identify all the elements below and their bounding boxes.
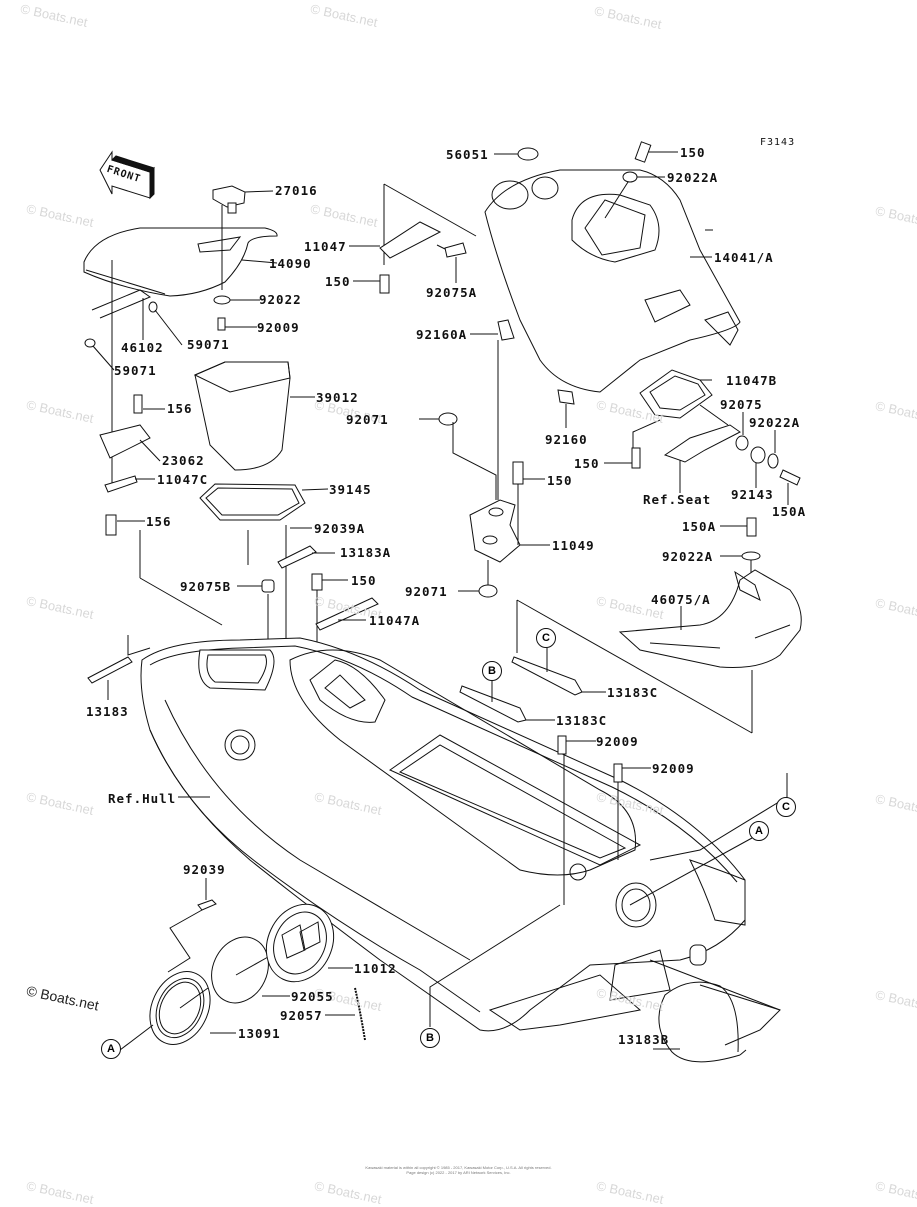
part-label-92022a[interactable]: 92022A	[749, 415, 801, 430]
seat-cover-part	[84, 228, 277, 296]
inspection-ring-part	[139, 962, 222, 1055]
callout-c: C	[776, 797, 796, 817]
callout-c: C	[536, 628, 556, 648]
callout-b: B	[482, 661, 502, 681]
part-label-150[interactable]: 150	[680, 145, 706, 160]
part-label-92039[interactable]: 92039	[183, 862, 226, 877]
part-label-92160a[interactable]: 92160A	[416, 327, 468, 342]
part-label-13183c[interactable]: 13183C	[556, 713, 608, 728]
part-label-59071[interactable]: 59071	[187, 337, 230, 352]
part-label-92075[interactable]: 92075	[720, 397, 763, 412]
handle-pole-cover-part	[485, 170, 740, 392]
part-label-92039a[interactable]: 92039A	[314, 521, 366, 536]
part-label-92055[interactable]: 92055	[291, 989, 334, 1004]
part-label-92009[interactable]: 92009	[652, 761, 695, 776]
part-label-13183c[interactable]: 13183C	[607, 685, 659, 700]
part-label-13183[interactable]: 13183	[86, 704, 129, 719]
footer-line-2: Page design (c) 2022 - 2017 by ARI Netwo…	[406, 1170, 511, 1175]
part-label-11049[interactable]: 11049	[552, 538, 595, 553]
part-label-46075a[interactable]: 46075/A	[651, 592, 711, 607]
part-label-56051[interactable]: 56051	[446, 147, 489, 162]
part-label-13183a[interactable]: 13183A	[340, 545, 392, 560]
copyright-footer: Kawasaki material is within all copyrigh…	[300, 1165, 617, 1175]
part-label-59071[interactable]: 59071	[114, 363, 157, 378]
part-label-150a[interactable]: 150A	[772, 504, 807, 519]
part-label-92022[interactable]: 92022	[259, 292, 302, 307]
ref-seat-label: Ref.Seat	[643, 492, 712, 507]
ref-hull-label: Ref.Hull	[108, 791, 177, 806]
part-label-11047b[interactable]: 11047B	[726, 373, 778, 388]
part-label-156[interactable]: 156	[146, 514, 172, 529]
part-label-150[interactable]: 150	[325, 274, 351, 289]
part-label-156[interactable]: 156	[167, 401, 193, 416]
part-label-92071[interactable]: 92071	[405, 584, 448, 599]
part-label-39145[interactable]: 39145	[329, 482, 372, 497]
part-label-13183b[interactable]: 13183B	[618, 1032, 670, 1047]
part-label-46102[interactable]: 46102	[121, 340, 164, 355]
part-label-14041a[interactable]: 14041/A	[714, 250, 774, 265]
part-label-92071[interactable]: 92071	[346, 412, 389, 427]
inspection-cover-part	[254, 893, 346, 993]
part-label-92009[interactable]: 92009	[257, 320, 300, 335]
part-label-150a[interactable]: 150A	[682, 519, 717, 534]
part-label-92160[interactable]: 92160	[545, 432, 588, 447]
part-label-27016[interactable]: 27016	[275, 183, 318, 198]
callout-b: B	[420, 1028, 440, 1048]
part-label-92075b[interactable]: 92075B	[180, 579, 232, 594]
hull-part	[141, 638, 745, 1031]
storage-bucket-part	[195, 362, 315, 470]
part-label-11047c[interactable]: 11047C	[157, 472, 209, 487]
knob-part	[213, 186, 273, 213]
part-label-92022a[interactable]: 92022A	[662, 549, 714, 564]
part-label-92143[interactable]: 92143	[731, 487, 774, 502]
part-label-14090[interactable]: 14090	[269, 256, 312, 271]
grab-handle-part	[620, 570, 801, 668]
part-label-11047[interactable]: 11047	[304, 239, 347, 254]
part-label-92075a[interactable]: 92075A	[426, 285, 478, 300]
part-label-11047a[interactable]: 11047A	[369, 613, 421, 628]
front-arrow-icon	[100, 152, 154, 198]
part-label-39012[interactable]: 39012	[316, 390, 359, 405]
part-label-92057[interactable]: 92057	[280, 1008, 323, 1023]
part-label-92022a[interactable]: 92022A	[667, 170, 719, 185]
part-label-11012[interactable]: 11012	[354, 961, 397, 976]
part-label-23062[interactable]: 23062	[162, 453, 205, 468]
figure-code: F3143	[760, 137, 796, 148]
part-label-150[interactable]: 150	[351, 573, 377, 588]
part-label-150[interactable]: 150	[574, 456, 600, 471]
callout-a: A	[749, 821, 769, 841]
part-label-150[interactable]: 150	[547, 473, 573, 488]
part-label-92009[interactable]: 92009	[596, 734, 639, 749]
footer-line-1: Kawasaki material is within all copyrigh…	[365, 1165, 552, 1170]
callout-a: A	[101, 1039, 121, 1059]
part-label-13091[interactable]: 13091	[238, 1026, 281, 1041]
